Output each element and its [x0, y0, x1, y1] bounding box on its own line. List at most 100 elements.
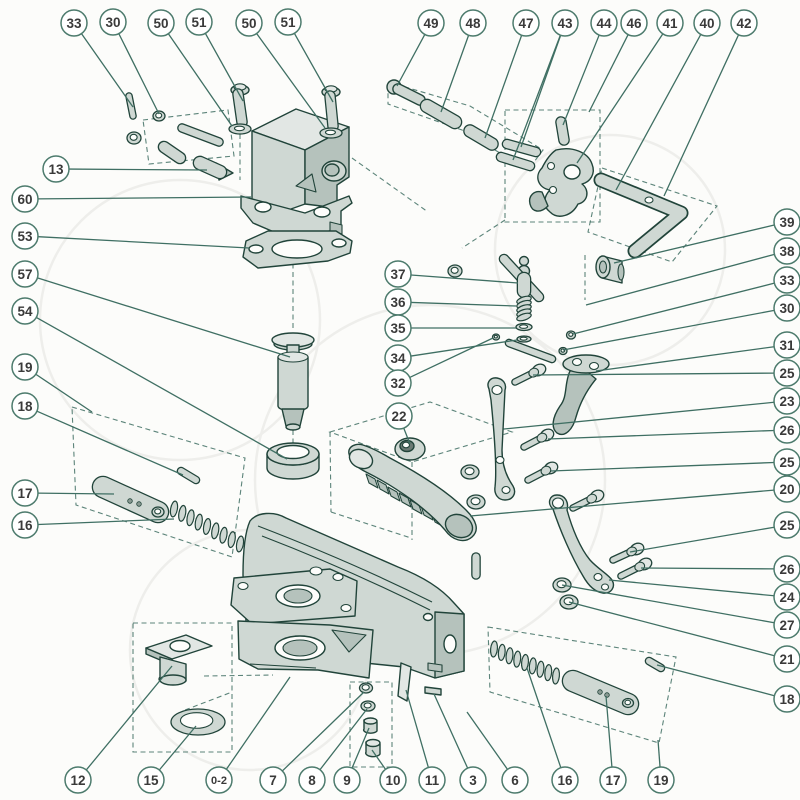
callout-circle[interactable] — [773, 645, 800, 673]
callout-circle[interactable] — [60, 9, 88, 37]
callout-15[interactable]: 15 — [137, 725, 197, 794]
callout-circle[interactable] — [379, 766, 407, 794]
callout-60[interactable]: 60 — [11, 185, 252, 213]
callout-circle[interactable] — [501, 766, 529, 794]
callout-22[interactable]: 22 — [385, 402, 413, 445]
callout-23[interactable]: 23 — [503, 387, 800, 430]
callout-17[interactable]: 17 — [599, 695, 627, 794]
callout-circle[interactable] — [11, 353, 39, 381]
callout-50[interactable]: 50 — [235, 9, 326, 129]
callout-circle[interactable] — [773, 555, 800, 583]
callout-circle[interactable] — [773, 208, 800, 236]
callout-0-2[interactable]: 0-2 — [205, 676, 291, 794]
callout-7[interactable]: 7 — [259, 691, 365, 794]
callout-circle[interactable] — [647, 766, 675, 794]
callout-circle[interactable] — [773, 266, 800, 294]
callout-25[interactable]: 25 — [532, 359, 800, 387]
callout-26[interactable]: 26 — [640, 555, 800, 583]
callout-circle[interactable] — [417, 9, 445, 37]
callout-54[interactable]: 54 — [11, 297, 288, 460]
callout-42[interactable]: 42 — [663, 9, 758, 197]
callout-38[interactable]: 38 — [585, 237, 800, 306]
callout-circle[interactable] — [773, 416, 800, 444]
callout-circle[interactable] — [11, 511, 39, 539]
callout-circle[interactable] — [730, 9, 758, 37]
callout-circle[interactable] — [147, 9, 175, 37]
callout-circle[interactable] — [599, 766, 627, 794]
callout-circle[interactable] — [137, 766, 165, 794]
callout-34[interactable]: 34 — [384, 339, 518, 372]
callout-circle[interactable] — [11, 479, 39, 507]
callout-circle[interactable] — [773, 685, 800, 713]
callout-51[interactable]: 51 — [185, 8, 244, 102]
callout-11[interactable]: 11 — [405, 689, 446, 794]
callout-26[interactable]: 26 — [547, 416, 800, 444]
callout-3[interactable]: 3 — [433, 693, 487, 794]
callout-circle[interactable] — [384, 369, 412, 397]
callout-circle[interactable] — [773, 294, 800, 322]
callout-17[interactable]: 17 — [11, 479, 115, 507]
callout-circle[interactable] — [11, 297, 39, 325]
callout-circle[interactable] — [235, 9, 263, 37]
callout-circle[interactable] — [418, 766, 446, 794]
callout-circle[interactable] — [590, 9, 618, 37]
callout-circle[interactable] — [385, 402, 413, 430]
callout-19[interactable]: 19 — [647, 739, 675, 794]
callout-circle[interactable] — [551, 9, 579, 37]
callout-36[interactable]: 36 — [384, 288, 517, 316]
callout-44[interactable]: 44 — [562, 9, 618, 126]
callout-8[interactable]: 8 — [298, 708, 368, 794]
callout-circle[interactable] — [205, 766, 233, 794]
callout-24[interactable]: 24 — [608, 579, 800, 611]
callout-37[interactable]: 37 — [384, 260, 519, 288]
callout-25[interactable]: 25 — [550, 448, 800, 476]
callout-35[interactable]: 35 — [384, 314, 516, 342]
callout-circle[interactable] — [384, 314, 412, 342]
callout-circle[interactable] — [773, 387, 800, 415]
callout-circle[interactable] — [11, 185, 39, 213]
callout-circle[interactable] — [773, 237, 800, 265]
callout-circle[interactable] — [773, 448, 800, 476]
callout-circle[interactable] — [693, 9, 721, 37]
callout-43[interactable]: 43 — [512, 9, 579, 161]
callout-6[interactable]: 6 — [466, 711, 529, 794]
callout-circle[interactable] — [333, 766, 361, 794]
callout-39[interactable]: 39 — [613, 208, 800, 264]
callout-57[interactable]: 57 — [11, 260, 291, 358]
callout-32[interactable]: 32 — [384, 337, 494, 397]
callout-circle[interactable] — [773, 475, 800, 503]
callout-33[interactable]: 33 — [572, 266, 800, 335]
callout-circle[interactable] — [259, 766, 287, 794]
callout-circle[interactable] — [773, 611, 800, 639]
callout-circle[interactable] — [773, 511, 800, 539]
callout-circle[interactable] — [11, 260, 39, 288]
callout-20[interactable]: 20 — [469, 475, 800, 517]
callout-21[interactable]: 21 — [568, 601, 800, 673]
callout-circle[interactable] — [656, 9, 684, 37]
callout-19[interactable]: 19 — [11, 353, 93, 413]
callout-circle[interactable] — [512, 9, 540, 37]
callout-16[interactable]: 16 — [526, 667, 579, 794]
callout-circle[interactable] — [773, 331, 800, 359]
callout-50[interactable]: 50 — [147, 9, 233, 127]
callout-27[interactable]: 27 — [561, 584, 800, 639]
callout-41[interactable]: 41 — [576, 9, 684, 164]
callout-circle[interactable] — [99, 8, 127, 36]
callout-circle[interactable] — [274, 8, 302, 36]
callout-circle[interactable] — [11, 392, 39, 420]
callout-30[interactable]: 30 — [99, 8, 160, 115]
callout-circle[interactable] — [773, 583, 800, 611]
callout-circle[interactable] — [185, 8, 213, 36]
callout-51[interactable]: 51 — [274, 8, 334, 103]
callout-circle[interactable] — [42, 155, 70, 183]
callout-circle[interactable] — [459, 766, 487, 794]
callout-12[interactable]: 12 — [64, 665, 173, 794]
callout-33[interactable]: 33 — [60, 9, 134, 108]
callout-circle[interactable] — [298, 766, 326, 794]
callout-48[interactable]: 48 — [440, 9, 487, 113]
callout-46[interactable]: 46 — [588, 9, 648, 113]
callout-10[interactable]: 10 — [371, 749, 407, 794]
callout-circle[interactable] — [620, 9, 648, 37]
callout-circle[interactable] — [773, 359, 800, 387]
callout-18[interactable]: 18 — [11, 392, 184, 476]
